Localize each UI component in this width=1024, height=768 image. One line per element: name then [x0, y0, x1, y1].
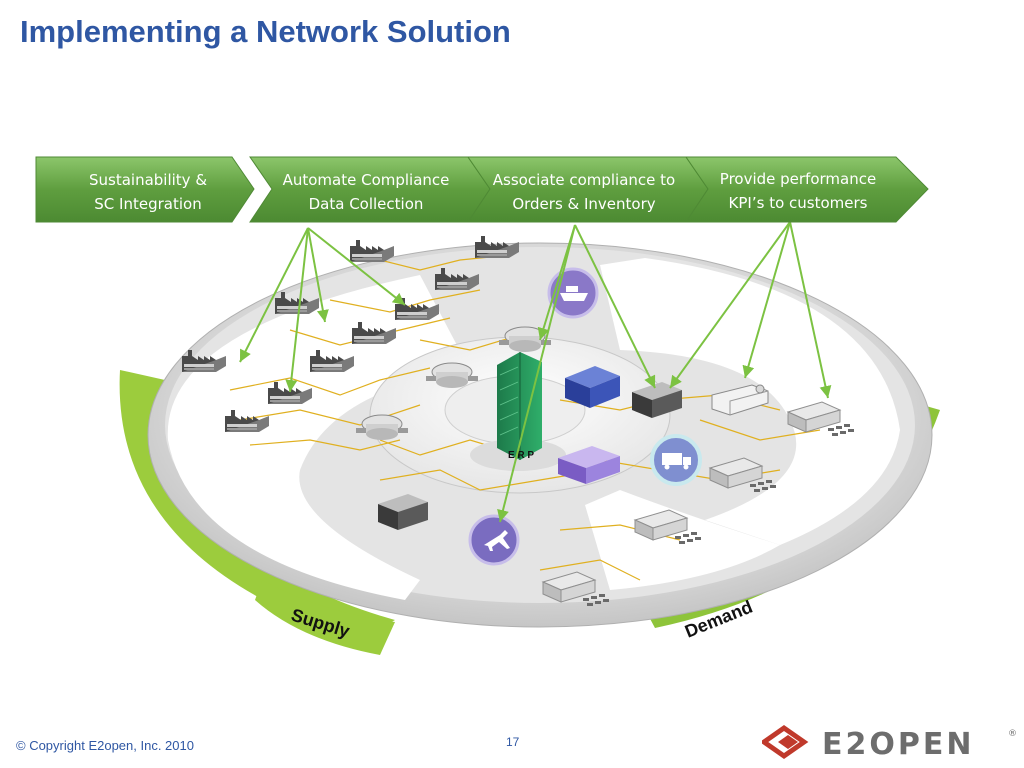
chevron-2-line2: Data Collection	[309, 195, 424, 213]
demand-segment	[585, 490, 780, 590]
ship-icon	[547, 267, 599, 319]
chevron-2-line1: Automate Compliance	[283, 171, 450, 189]
chevron-1: Sustainability & SC Integration	[35, 156, 255, 223]
purple-server	[558, 446, 620, 484]
chevron-1-line2: SC Integration	[94, 195, 201, 213]
green-arrows	[239, 221, 832, 523]
copyright-text: © Copyright E2open, Inc. 2010	[16, 738, 194, 753]
e2open-logo: E2OPEN ®	[762, 724, 1017, 762]
chevron-3-line2: Orders & Inventory	[512, 195, 655, 213]
erp-label: E R P	[508, 450, 534, 461]
e2open-logo-text: E2OPEN	[822, 727, 974, 762]
chevron-1-line1: Sustainability &	[89, 171, 207, 189]
blue-server	[565, 366, 620, 408]
chevron-4-line1: Provide performance	[720, 170, 876, 188]
chevron-3-line1: Associate compliance to	[493, 171, 675, 189]
erp-tower	[470, 352, 566, 471]
chevron-4-line2: KPI’s to customers	[729, 194, 868, 212]
truck-icon	[650, 434, 702, 486]
chevron-3: Associate compliance to Orders & Invento…	[467, 156, 709, 223]
chevron-2: Automate Compliance Data Collection	[249, 156, 491, 223]
registered-mark: ®	[1008, 729, 1017, 739]
e2open-logo-mark	[762, 724, 809, 760]
chevron-4: Provide performance KPI’s to customers	[685, 156, 929, 223]
slide-title: Implementing a Network Solution	[20, 14, 511, 49]
page-number: 17	[506, 735, 520, 749]
airplane-icon	[468, 514, 520, 566]
